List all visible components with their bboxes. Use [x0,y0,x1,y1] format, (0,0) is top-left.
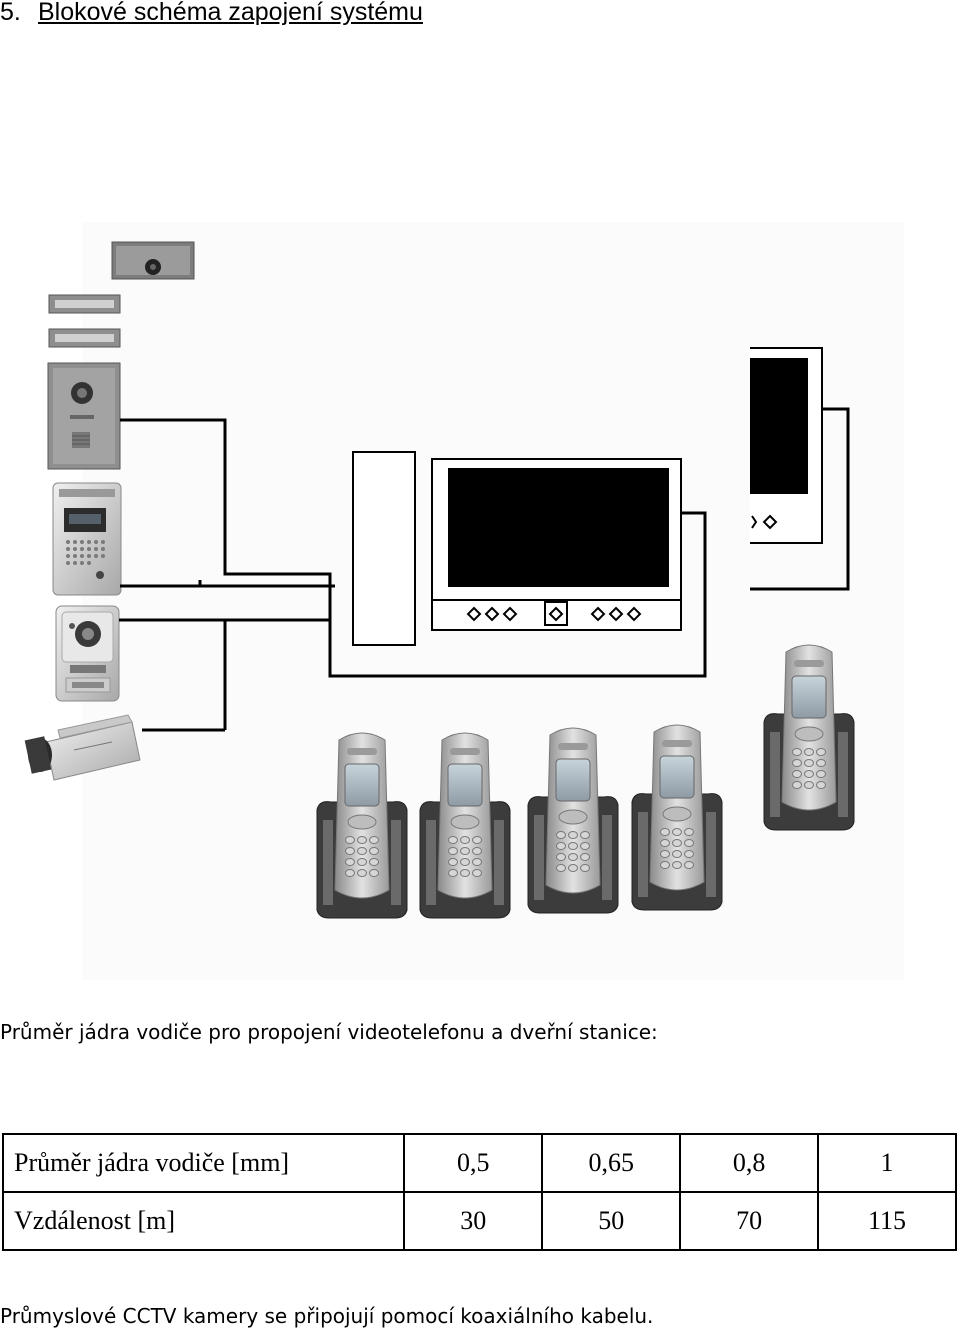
table-cell: 50 [541,1191,682,1251]
cctv-caption: Průmyslové CCTV kamery se připojují pomo… [0,1304,654,1328]
table-cell: 0,5 [403,1133,544,1193]
table-cell: 1 [817,1133,957,1193]
wire-diameter-caption: Průměr jádra vodiče pro propojení videot… [0,1020,658,1044]
name-tag-icon [48,328,121,348]
cordless-handset-icon [419,732,511,919]
wire-spec-table: Průměr jádra vodiče [mm] 0,5 0,65 0,8 1 … [1,1133,957,1251]
table-row-label: Průměr jádra vodiče [mm] [1,1133,406,1193]
table-cell: 0,8 [679,1133,820,1193]
cordless-handset-icon [527,727,619,914]
section-number: 5. [0,0,21,26]
secondary-monitor-icon [750,347,823,544]
table-row: Vzdálenost [m] 30 50 70 115 [1,1191,957,1251]
handset-group [316,644,855,919]
table-cell: 70 [679,1191,820,1251]
name-tag-icon [48,294,121,314]
video-monitor-icon [352,451,682,646]
table-cell: 30 [403,1191,544,1251]
door-station-icon [47,362,121,470]
table-row: Průměr jádra vodiče [mm] 0,5 0,65 0,8 1 [1,1133,957,1193]
cordless-handset-icon [763,644,855,831]
camera-module-icon [111,241,195,280]
table-cell: 115 [817,1191,957,1251]
block-diagram [24,222,904,980]
table-row-label: Vzdálenost [m] [1,1191,406,1251]
table-cell: 0,65 [541,1133,682,1193]
cctv-camera-icon [24,714,141,781]
cordless-handset-icon [631,724,723,911]
compact-door-station-icon [55,605,120,702]
wiring-lines [119,407,850,732]
section-title: Blokové schéma zapojení systému [38,0,423,26]
keypad-door-station-icon [52,482,122,596]
cordless-handset-icon [316,732,408,919]
section-heading: 5. Blokové schéma zapojení systému [0,0,423,27]
